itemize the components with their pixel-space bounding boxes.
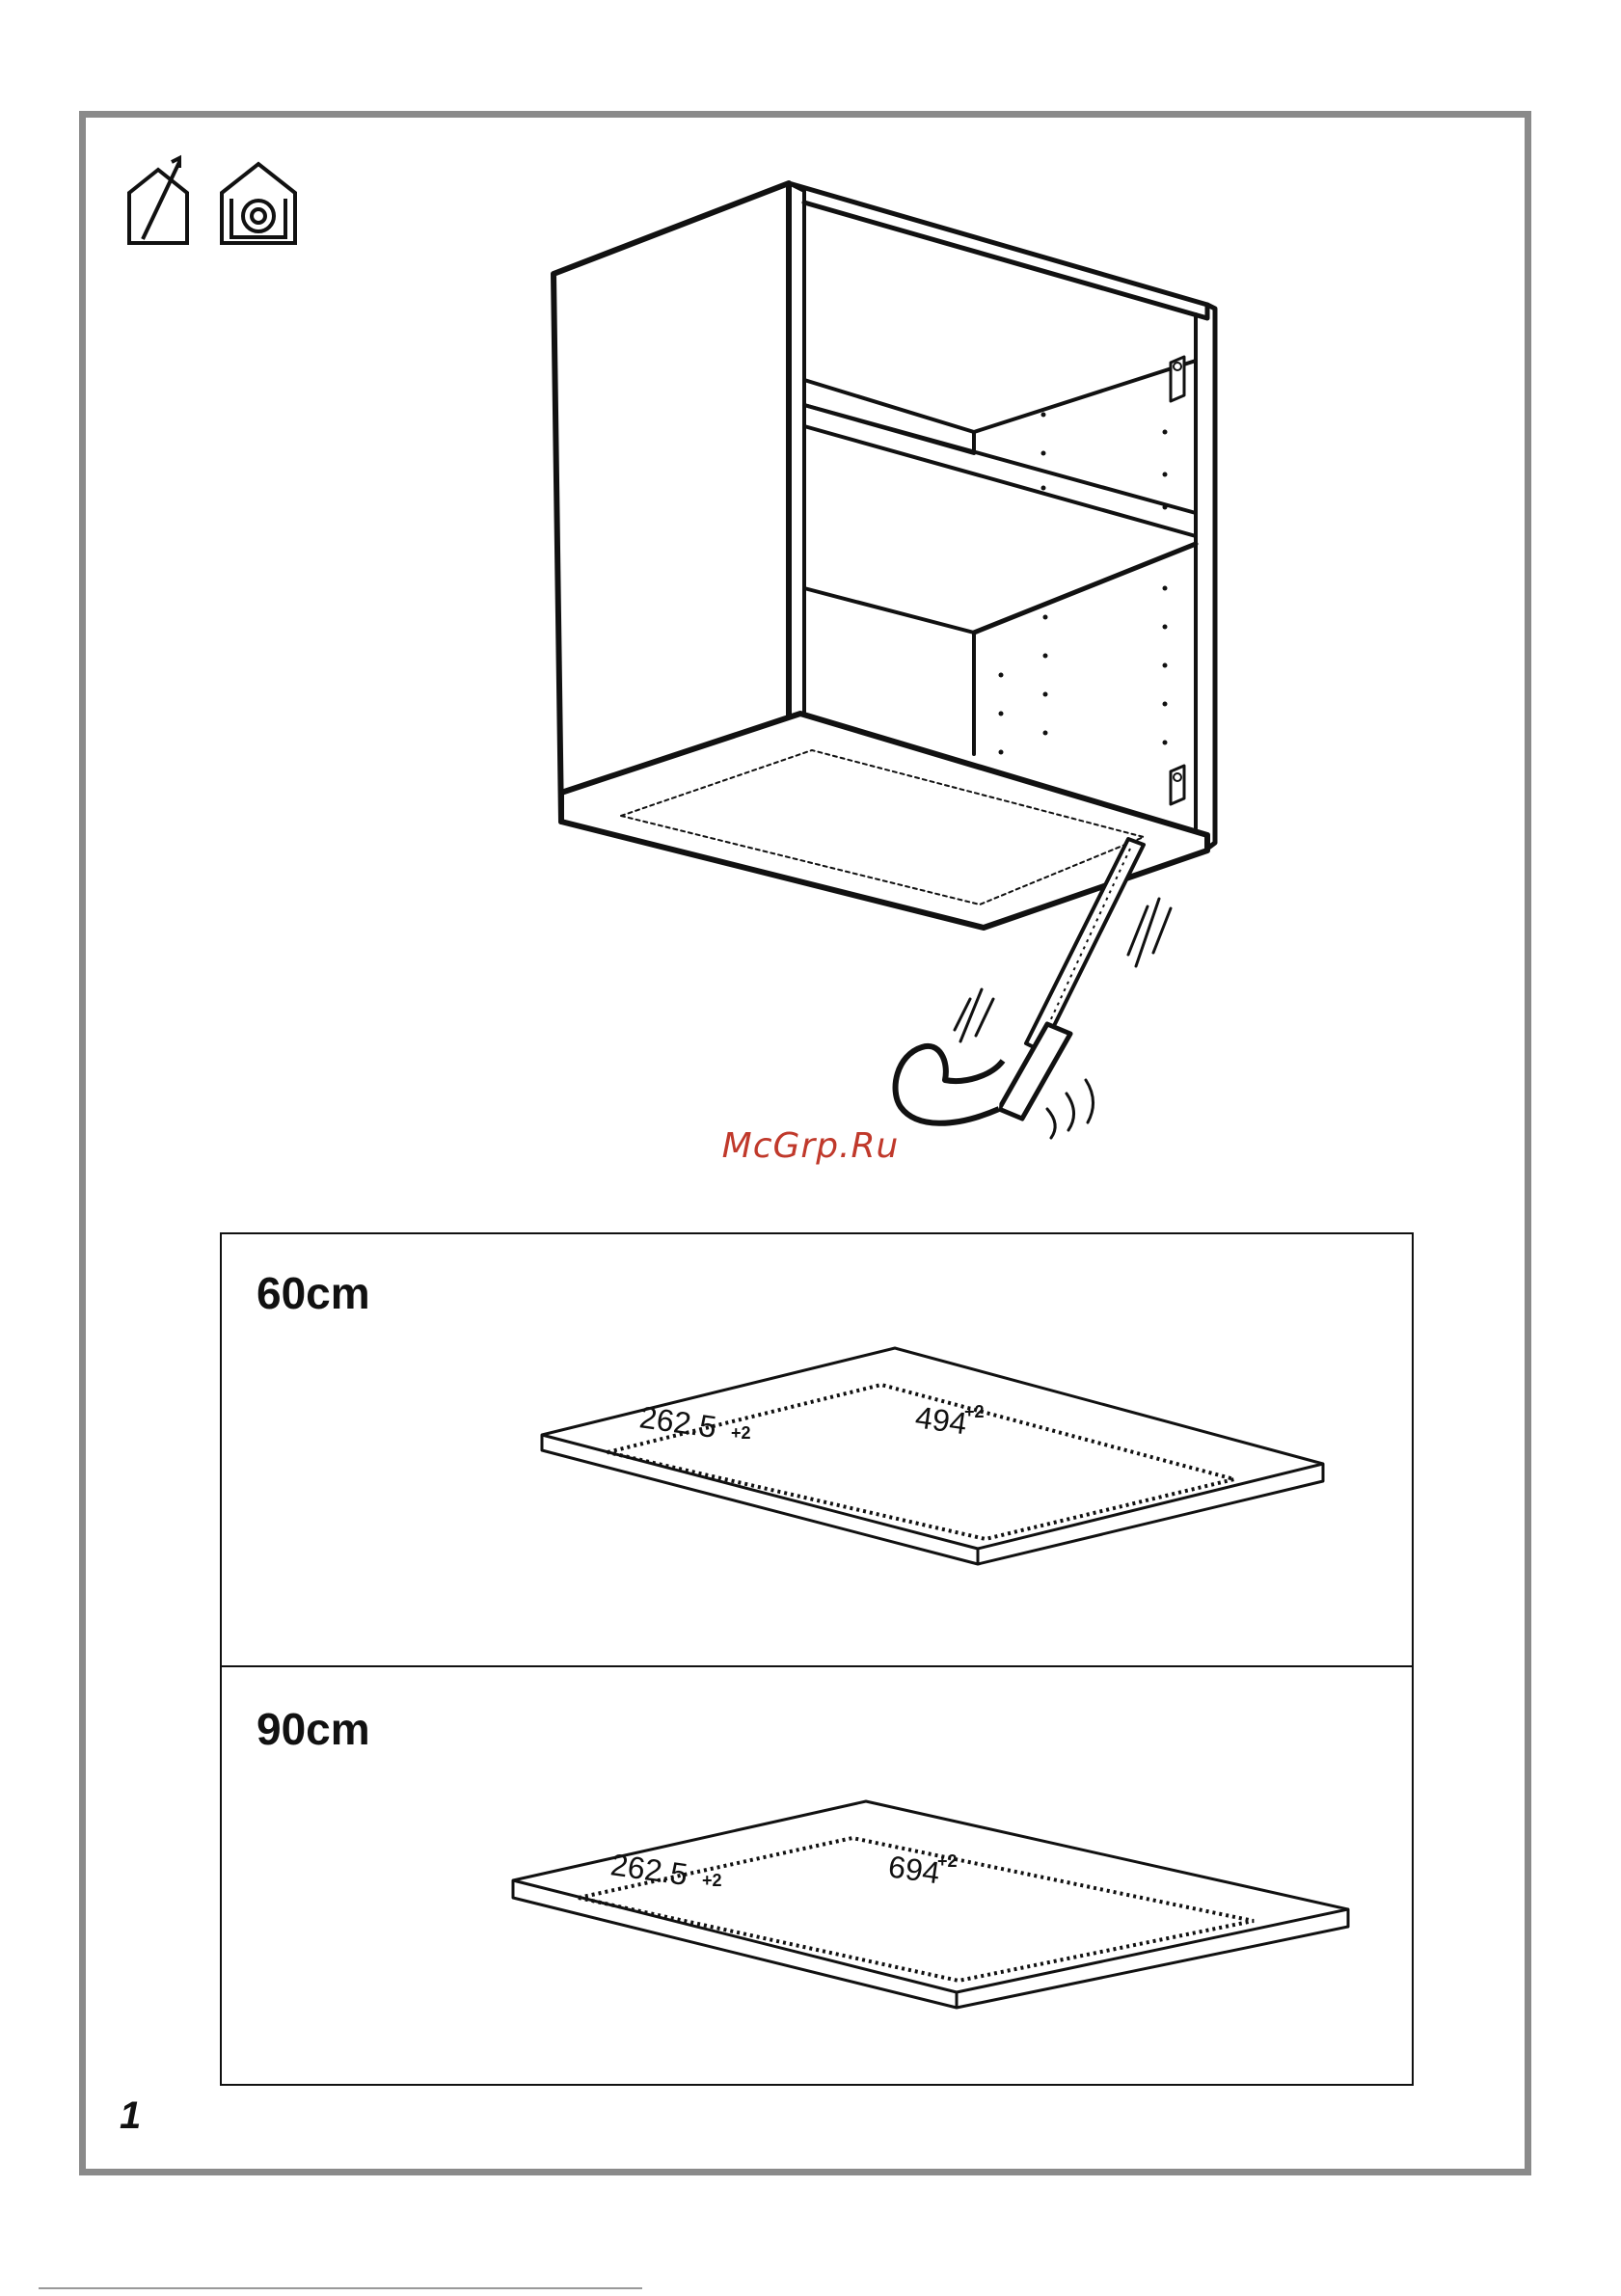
panel-divider <box>222 1665 1412 1667</box>
dim-depth-tol-60cm: +2 <box>731 1423 751 1443</box>
dim-width-tol-60cm: +2 <box>964 1402 985 1421</box>
shelf-upper <box>804 380 974 453</box>
size-label-90cm: 90cm <box>257 1703 370 1755</box>
bottom-rule <box>39 2287 642 2289</box>
dim-width-tol-90cm: +2 <box>937 1851 958 1871</box>
cutout-dimensions-box: 60cm 262.5 +2 494 +2 90cm 262.5 +2 694 +… <box>220 1232 1414 2086</box>
cabinet-top <box>789 183 1207 318</box>
dim-width-60cm: 494 <box>913 1399 969 1441</box>
mode-icons <box>123 154 316 251</box>
watermark: McGrp.Ru <box>0 1126 1621 1166</box>
house-exhaust-icon <box>129 158 187 243</box>
house-recirculation-icon <box>222 164 295 243</box>
wall-bracket-bottom <box>1171 766 1184 804</box>
dim-width-90cm: 694 <box>886 1849 942 1890</box>
size-label-60cm: 60cm <box>257 1267 370 1319</box>
cabinet-illustration <box>540 174 1234 1196</box>
cabinet-left-side <box>554 183 789 822</box>
cutout-plate-90cm: 262.5 +2 694 +2 <box>501 1784 1427 2054</box>
page-number: 1 <box>120 2094 141 2138</box>
dim-depth-tol-90cm: +2 <box>702 1871 722 1890</box>
cutout-plate-60cm: 262.5 +2 494 +2 <box>530 1331 1456 1601</box>
